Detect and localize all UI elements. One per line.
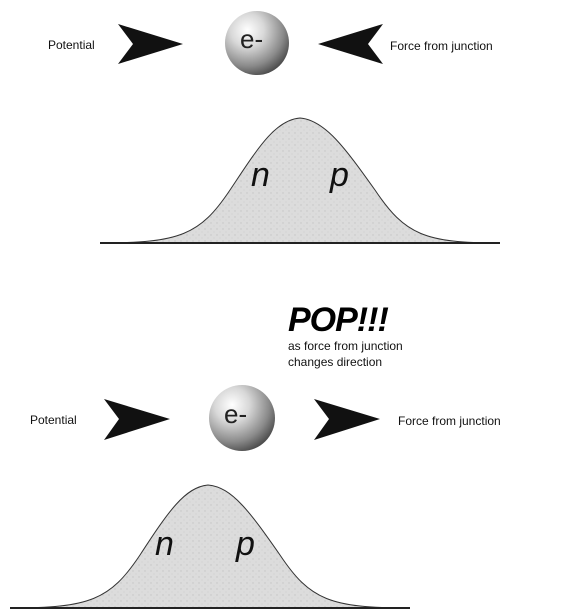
top-panel: Potential e- Force from junction n p bbox=[48, 11, 501, 244]
top-electron-ball bbox=[225, 11, 289, 75]
bottom-potential-hill bbox=[9, 484, 411, 609]
pop-headline: POP!!! bbox=[288, 301, 388, 339]
bottom-electron-label: e- bbox=[224, 399, 247, 429]
top-junction-force-arrow bbox=[318, 24, 383, 64]
top-potential-label: Potential bbox=[48, 38, 95, 52]
bottom-junction-force-label: Force from junction bbox=[398, 414, 501, 428]
bottom-potential-arrow bbox=[104, 399, 170, 440]
pop-caption-line1: as force from junction bbox=[288, 339, 403, 353]
top-electron-label: e- bbox=[240, 24, 263, 54]
bottom-potential-label: Potential bbox=[30, 413, 77, 427]
top-potential-hill bbox=[99, 117, 501, 244]
bottom-region-n: n bbox=[155, 525, 174, 563]
pop-annotation: POP!!! as force from junction changes di… bbox=[288, 301, 403, 369]
top-potential-arrow bbox=[118, 24, 183, 64]
bottom-electron-ball bbox=[209, 385, 275, 451]
top-region-n: n bbox=[251, 156, 270, 194]
pop-caption-line2: changes direction bbox=[288, 355, 382, 369]
top-junction-force-label: Force from junction bbox=[390, 39, 493, 53]
top-region-p: p bbox=[329, 156, 349, 194]
bottom-region-p: p bbox=[235, 525, 255, 563]
bottom-panel: Potential e- Force from junction n p bbox=[9, 385, 501, 609]
bottom-junction-force-arrow bbox=[314, 399, 380, 440]
